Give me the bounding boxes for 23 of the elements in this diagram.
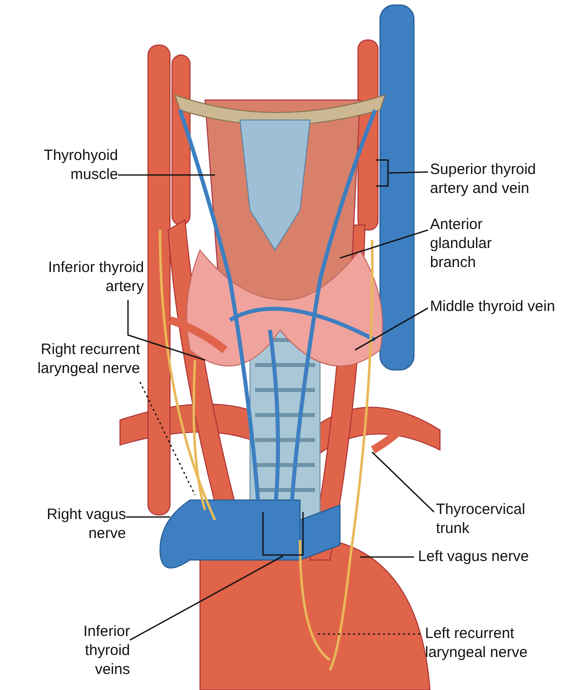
part-label: Middle thyroid vein <box>430 297 570 316</box>
leader-line <box>126 516 170 518</box>
part-label: Inferior thyroid artery <box>36 258 144 296</box>
leader-line <box>318 633 420 635</box>
leader-line <box>130 555 284 641</box>
part-label: Right recurrent laryngeal nerve <box>0 340 140 378</box>
leader-line <box>372 452 434 512</box>
bracket <box>376 159 389 187</box>
leader-line <box>139 382 196 496</box>
bracket <box>262 512 304 556</box>
leader-line <box>354 307 428 351</box>
part-label: Left vagus nerve <box>418 547 568 566</box>
part-label: Thyrohyoid muscle <box>14 146 118 184</box>
leader-line <box>360 556 414 558</box>
part-label: Anterior glandular branch <box>430 215 520 272</box>
part-label: Superior thyroid artery and vein <box>430 160 570 198</box>
part-label: Right vagus nerve <box>14 505 126 543</box>
part-label: Thyrocervical trunk <box>436 500 556 538</box>
leader-line <box>388 171 428 174</box>
part-label: Left recurrent laryngeal nerve <box>425 624 565 662</box>
leader-line <box>118 174 215 176</box>
leader-line <box>127 300 206 361</box>
part-label: Inferior thyroid veins <box>50 622 130 679</box>
